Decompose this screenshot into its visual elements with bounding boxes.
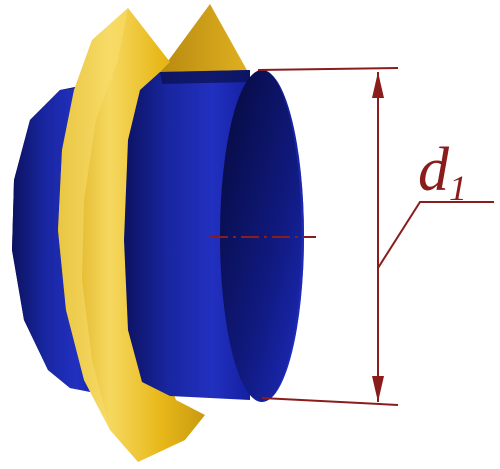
arrow-bottom-icon xyxy=(372,376,384,402)
extension-line-top xyxy=(257,67,399,71)
extension-line-bottom xyxy=(261,397,399,406)
dimension-d1: d1 xyxy=(257,67,494,406)
front-blue-cylinder xyxy=(124,70,250,400)
front-face xyxy=(220,70,304,402)
arrow-top-icon xyxy=(372,72,384,98)
dimension-subscript: 1 xyxy=(449,168,467,208)
leader-line xyxy=(377,201,494,269)
rear-yellow-disk-peak xyxy=(160,4,248,72)
dimension-symbol: d xyxy=(418,136,450,204)
dimension-label: d1 xyxy=(418,136,467,208)
